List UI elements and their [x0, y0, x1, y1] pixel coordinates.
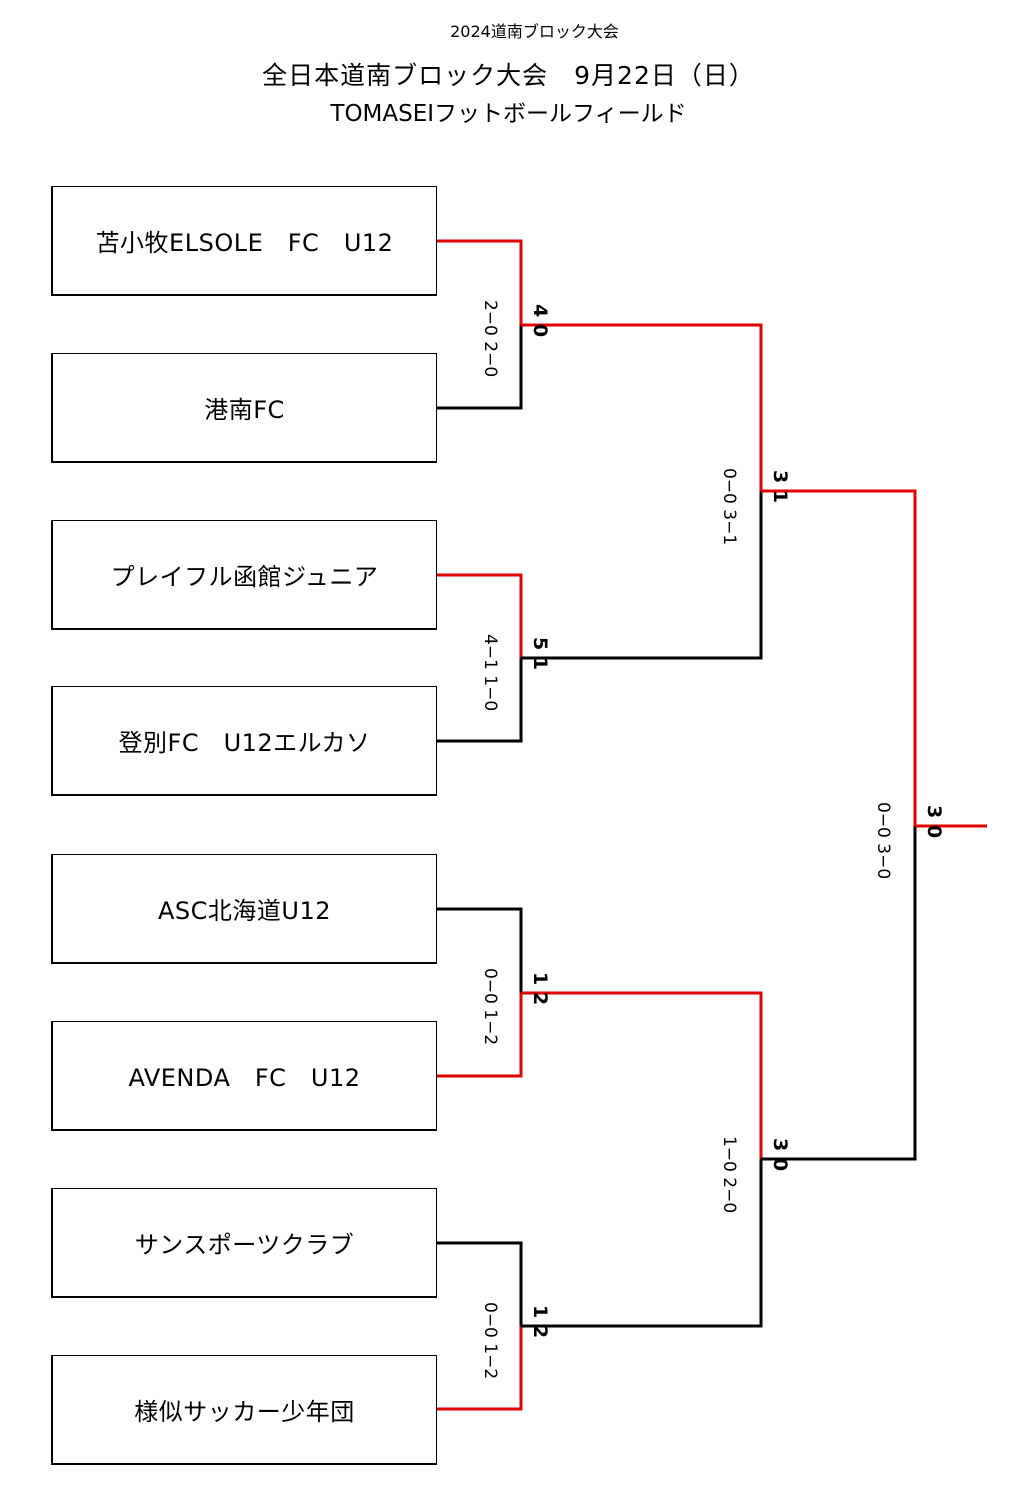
- team-box-2: 港南FC: [51, 353, 437, 463]
- team-name: 登別FC U12エルカソ: [118, 729, 371, 757]
- bracket-line-loser: [437, 1241, 523, 1326]
- team-box-4: 登別FC U12エルカソ: [51, 686, 437, 796]
- team-name: サンスポーツクラブ: [134, 1231, 355, 1259]
- bracket-line-winner: [437, 993, 523, 1078]
- match-score: 4 0: [529, 304, 551, 338]
- match-halves: 0−0 1−2: [480, 1302, 500, 1380]
- team-box-7: サンスポーツクラブ: [51, 1188, 437, 1298]
- bracket-line-loser: [437, 325, 523, 410]
- tournament-title: 全日本道南ブロック大会 9月22日（日）: [262, 61, 755, 90]
- team-name: AVENDA FC U12: [128, 1064, 361, 1092]
- team-name: ASC北海道U12: [157, 897, 331, 925]
- match-halves: 0−0 3−1: [719, 468, 739, 546]
- bracket-line-loser: [761, 826, 917, 1161]
- match-score: 3 0: [769, 1138, 791, 1172]
- team-box-1: 苫小牧ELSOLE FC U12: [51, 186, 437, 296]
- bracket-line-winner: [437, 573, 523, 658]
- bracket-line-winner: [521, 323, 763, 491]
- bracket-line-winner: [437, 1326, 523, 1411]
- bracket-line-winner: [761, 489, 917, 826]
- bracket-line-winner: [437, 239, 523, 325]
- bracket-line-winner: [521, 991, 763, 1159]
- team-name: プレイフル函館ジュニア: [110, 563, 379, 591]
- match-halves: 2−0 2−0: [480, 300, 500, 378]
- match-halves: 0−0 1−2: [480, 968, 500, 1046]
- team-name: 港南FC: [204, 396, 285, 424]
- tournament-subtitle: 2024道南ブロック大会: [450, 22, 619, 41]
- team-name: 苫小牧ELSOLE FC U12: [95, 229, 394, 257]
- team-name: 様似サッカー少年団: [134, 1398, 355, 1426]
- team-box-5: ASC北海道U12: [51, 854, 437, 964]
- match-score: 5 1: [529, 637, 551, 671]
- match-score: 3 0: [923, 805, 945, 839]
- venue-name: TOMASEIフットボールフィールド: [330, 101, 687, 127]
- bracket-line-loser: [437, 658, 523, 743]
- match-halves: 4−1 1−0: [480, 634, 500, 712]
- bracket-line-loser: [521, 1159, 763, 1328]
- team-box-8: 様似サッカー少年団: [51, 1355, 437, 1465]
- match-halves: 1−0 2−0: [719, 1136, 739, 1214]
- match-score: 1 2: [529, 1305, 551, 1339]
- team-box-6: AVENDA FC U12: [51, 1021, 437, 1131]
- bracket-line-loser: [521, 491, 763, 660]
- match-score: 1 2: [529, 972, 551, 1006]
- match-score: 3 1: [769, 470, 791, 504]
- bracket-line-loser: [437, 907, 523, 993]
- team-box-3: プレイフル函館ジュニア: [51, 520, 437, 630]
- match-halves: 0−0 3−0: [873, 802, 893, 880]
